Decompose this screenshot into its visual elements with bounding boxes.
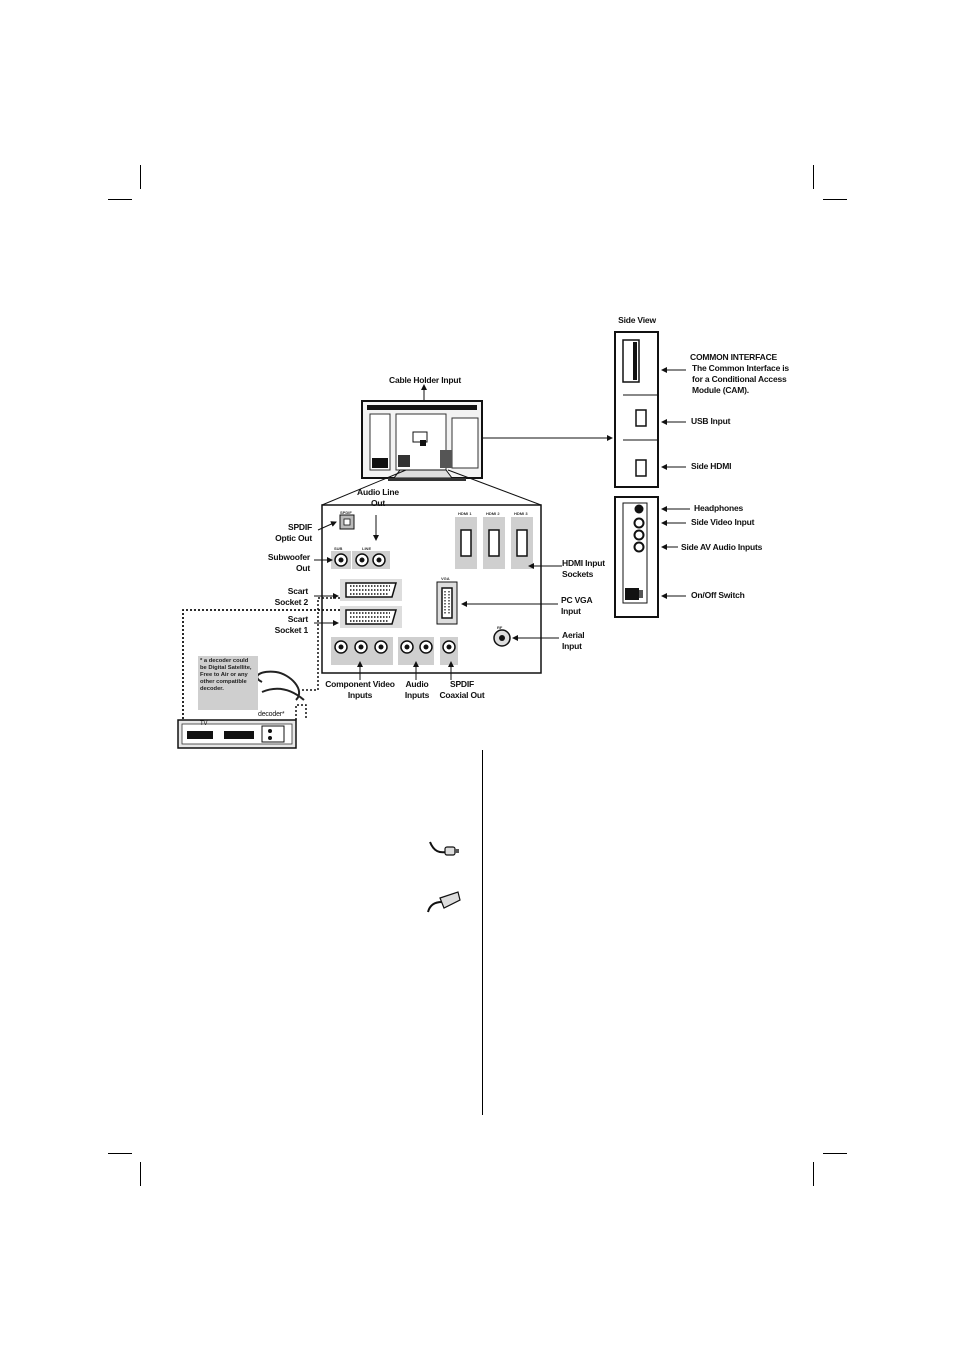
scart-cable-icon [427,891,461,913]
pc-vga-input-label: PC VGA Input [561,595,593,616]
decoder-box [177,670,307,749]
tv-rear-view [361,400,483,481]
crop-mark-tl-h [108,199,132,200]
hdmi3-tag: HDMI 3 [514,511,528,516]
scart-socket-2-label: Scart Socket 2 [274,586,309,607]
rf-tag: RF [497,625,503,630]
vga-tag: VGA [441,576,450,581]
side-view-label: Side View [618,315,656,325]
usb-input-label: USB Input [691,416,731,426]
common-interface-desc: The Common Interface is for a Conditiona… [692,363,789,395]
scart-socket-1-label: Scart Socket 1 [274,614,309,635]
on-off-switch-label: On/Off Switch [691,590,745,600]
connection-panel [321,504,542,674]
side-view-panel [614,331,659,618]
decoder-note: * a decoder could be Digital Satellite, … [198,656,258,710]
headphones-label: Headphones [694,503,744,513]
component-video-inputs-label: Component Video Inputs [325,679,395,700]
decoder-tv-label: TV [200,721,208,727]
audio-inputs-label: Audio Inputs [404,679,430,700]
decoder-label: decoder* [258,711,285,718]
rca-cable-icon [429,841,459,856]
crop-mark-tl-v [140,165,141,189]
spdif-tag: SPDIF [340,510,352,515]
crop-mark-br-v [813,1162,814,1186]
side-av-audio-inputs-label: Side AV Audio Inputs [681,542,763,552]
line-tag: LINE [362,546,372,551]
column-divider [482,750,483,1115]
common-interface-title: COMMON INTERFACE [690,352,777,362]
side-hdmi-label: Side HDMI [691,461,732,471]
sub-tag: SUB [334,546,343,551]
aerial-input-label: Aerial Input [562,630,585,651]
hdmi2-tag: HDMI 2 [486,511,500,516]
hdmi-input-sockets-label: HDMI Input Sockets [562,558,605,579]
cable-holder-input-label: Cable Holder Input [389,375,461,385]
spdif-optic-out-label: SPDIF Optic Out [275,522,312,543]
crop-mark-tr-h [823,199,847,200]
hdmi1-tag: HDMI 1 [458,511,472,516]
spdif-coaxial-out-label: SPDIF Coaxial Out [439,679,485,700]
side-video-input-label: Side Video Input [691,517,755,527]
audio-line-out-label: Audio Line Out [357,487,399,508]
crop-mark-bl-h [108,1153,132,1154]
crop-mark-br-h [823,1153,847,1154]
subwoofer-out-label: Subwoofer Out [267,552,310,573]
crop-mark-tr-v [813,165,814,189]
crop-mark-bl-v [140,1162,141,1186]
